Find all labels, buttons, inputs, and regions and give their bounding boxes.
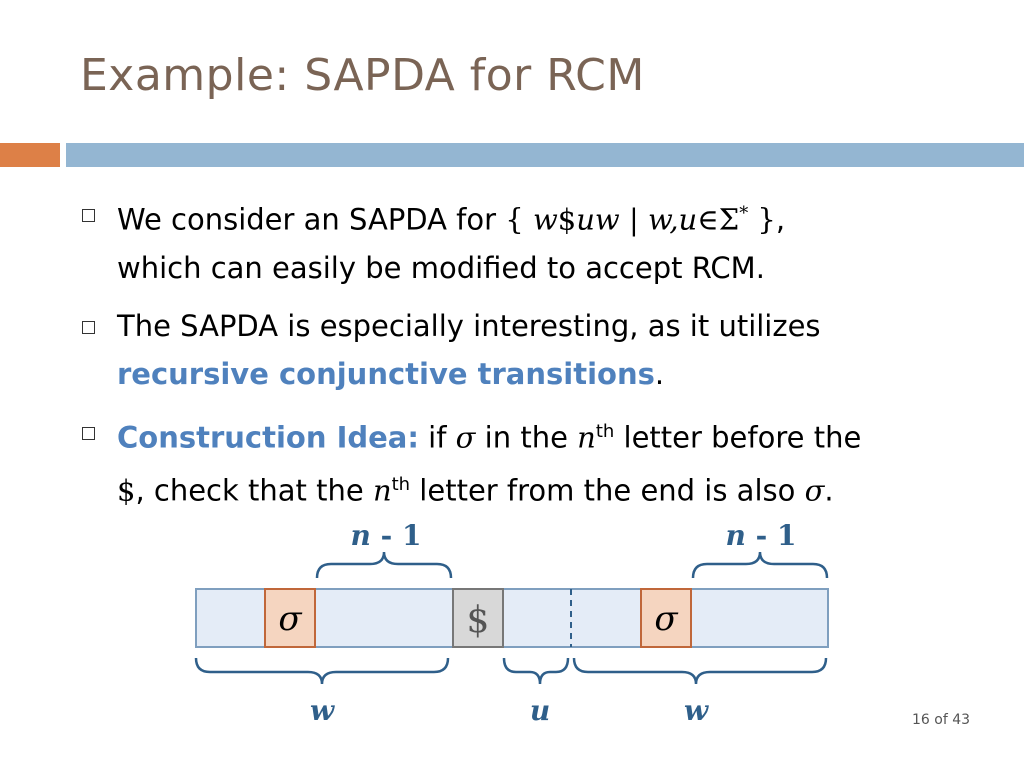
n-label: n bbox=[726, 519, 746, 552]
brace-bottom-w-right bbox=[572, 657, 828, 685]
sigma-cell-left bbox=[264, 588, 316, 648]
sigma-right-label: σ bbox=[654, 599, 678, 639]
brace-bottom-w-left bbox=[194, 657, 450, 685]
bullet-list: We consider an SAPDA for { w$uw | w,u∈Σ*… bbox=[82, 190, 982, 525]
bullet-item-2: The SAPDA is especially interesting, as … bbox=[82, 302, 982, 398]
bullet-text-part: , check that the bbox=[135, 473, 373, 508]
bullet-text-part: in the bbox=[475, 420, 578, 455]
th-superscript: th bbox=[595, 420, 615, 442]
minus-one-label: - 1 bbox=[746, 519, 797, 552]
n-label: n bbox=[351, 519, 371, 552]
bullet-label: Construction Idea: bbox=[117, 420, 419, 455]
bullet-text-part: letter from the end is also bbox=[410, 473, 805, 508]
set-bar: | bbox=[619, 202, 648, 237]
bullet-highlight: recursive conjunctive transitions bbox=[117, 356, 655, 391]
top-right-label: n - 1 bbox=[726, 519, 797, 552]
page-number: 16 of 43 bbox=[912, 712, 971, 728]
th-superscript: th bbox=[391, 474, 411, 496]
bullet-item-3: Construction Idea: if σ in the nth lette… bbox=[82, 408, 982, 515]
accent-bar-orange bbox=[0, 143, 60, 167]
slide-title: Example: SAPDA for RCM bbox=[80, 50, 645, 101]
bullet-text-part: letter before the bbox=[614, 420, 862, 455]
sigma-symbol: σ bbox=[804, 473, 825, 508]
bullet-square-icon bbox=[82, 320, 95, 334]
brace-bottom-u bbox=[502, 657, 570, 685]
set-w: w bbox=[532, 202, 558, 237]
u-label: u bbox=[530, 694, 550, 727]
set-brace-close: } bbox=[748, 202, 776, 237]
bullet-text-line2: which can easily be modified to accept R… bbox=[117, 250, 765, 285]
w-left-label: w bbox=[310, 694, 335, 727]
brace-top-left bbox=[315, 551, 453, 579]
bullet-period: . bbox=[824, 473, 834, 508]
n-symbol: n bbox=[372, 473, 392, 508]
dollar-symbol: $ bbox=[117, 473, 136, 508]
sigma-symbol: σ bbox=[455, 420, 476, 455]
sigma-left-label: σ bbox=[278, 599, 302, 639]
set-uw: uw bbox=[576, 202, 620, 237]
bullet-square-icon bbox=[82, 426, 95, 440]
dollar-cell bbox=[452, 588, 504, 648]
set-brace-open: { bbox=[505, 202, 533, 237]
set-dollar: $ bbox=[557, 202, 577, 237]
bullet-period: . bbox=[654, 356, 665, 391]
n-symbol: n bbox=[577, 420, 596, 455]
bullet-square-icon bbox=[82, 209, 95, 222]
bullet-item-1: We consider an SAPDA for { w$uw | w,u∈Σ*… bbox=[82, 190, 982, 292]
bullet-text: We consider an SAPDA for bbox=[117, 202, 506, 237]
brace-top-right bbox=[691, 551, 829, 579]
dollar-label: $ bbox=[467, 600, 490, 641]
sigma-cell-right bbox=[640, 588, 692, 648]
set-star: * bbox=[739, 203, 749, 224]
bullet-suffix: , bbox=[775, 202, 786, 237]
accent-bar-blue bbox=[66, 143, 1024, 167]
top-left-label: n - 1 bbox=[351, 519, 422, 552]
w-right-label: w bbox=[684, 694, 709, 727]
bullet-text-part: if bbox=[418, 420, 456, 455]
set-in-sigma: ∈Σ bbox=[697, 202, 740, 237]
set-wu: w,u bbox=[647, 202, 698, 237]
bullet-text: The SAPDA is especially interesting, as … bbox=[117, 308, 821, 343]
minus-one-label: - 1 bbox=[371, 519, 422, 552]
